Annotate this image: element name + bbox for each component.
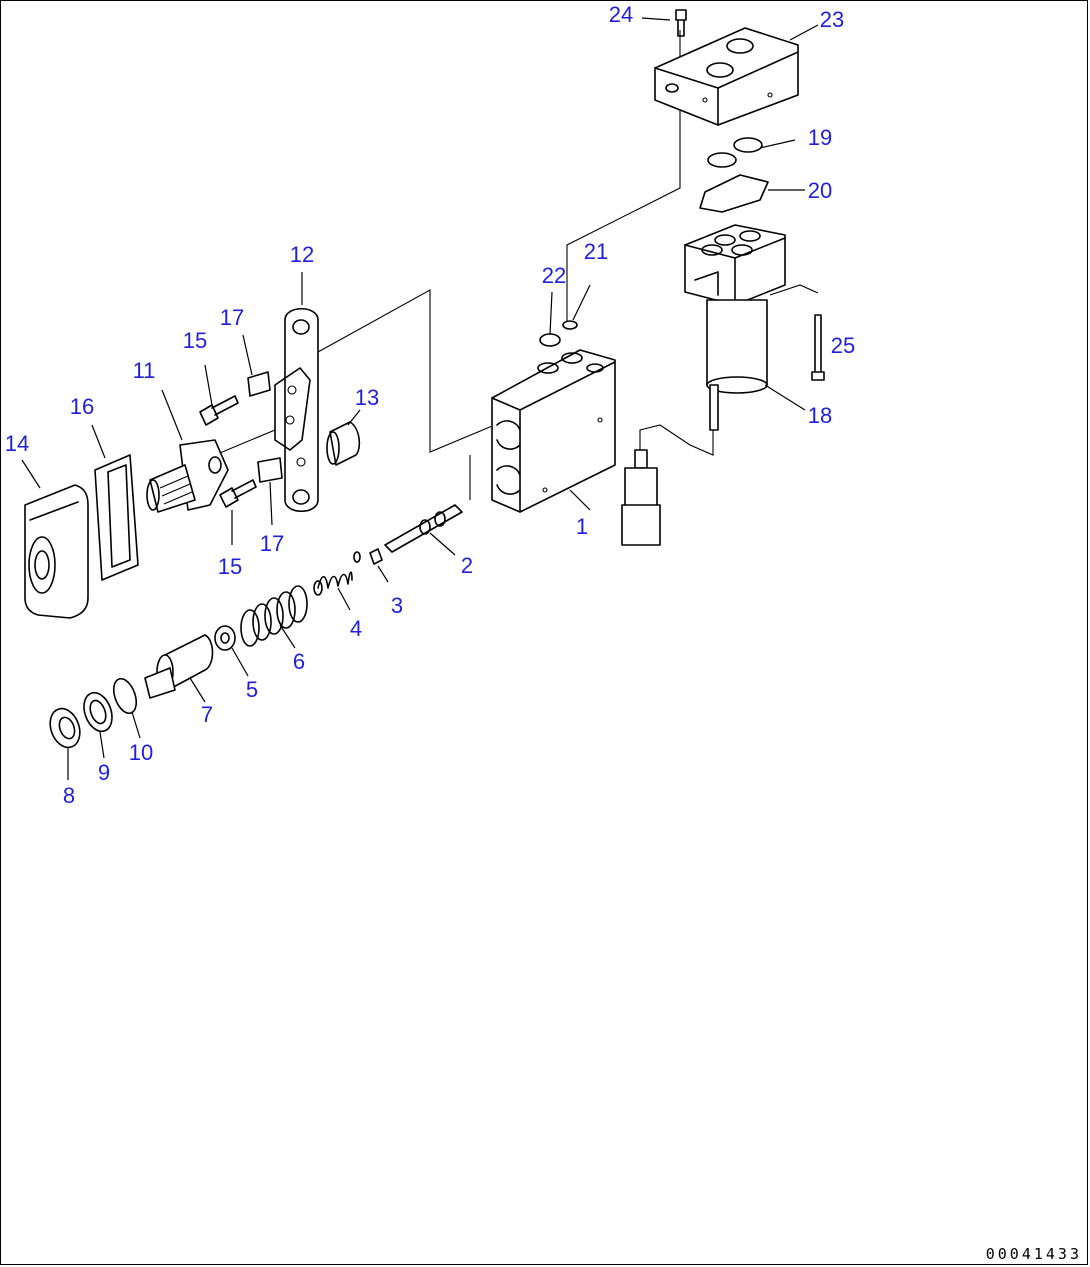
callout-24: 24 [609,2,633,27]
part-9-nut [83,691,113,759]
part-14-cover [21,459,89,619]
callout-17-upper: 17 [220,305,244,330]
callout-16: 16 [70,394,94,419]
callout-8: 8 [63,783,75,808]
callout-22: 22 [542,263,566,288]
callout-9: 9 [98,760,110,785]
part-20-gasket [699,174,805,213]
part-15-bolts [199,364,257,545]
callout-18: 18 [808,403,832,428]
part-25-long-bolt [811,314,825,381]
callout-12: 12 [290,242,314,267]
callout-11: 11 [133,358,156,383]
part-19-o-rings [707,137,796,168]
callout-15-lower: 15 [218,554,242,579]
callout-23: 23 [820,7,844,32]
part-4-spring [313,571,353,611]
part-10-o-ring [112,677,141,739]
part-21-22-o-rings [539,284,591,347]
part-17-plates [242,334,283,526]
part-11-actuator [146,389,229,513]
part-16-gasket-plate [91,424,139,581]
callout-13: 13 [355,385,379,410]
part-2-spool [384,504,463,556]
callout-14: 14 [5,431,29,456]
callout-25: 25 [831,333,855,358]
callout-1: 1 [576,514,588,539]
part-13-pin [326,409,361,466]
part-23-cover-block [654,27,799,126]
part-3-pin [353,548,389,583]
part-7-piston [144,634,214,703]
callout-6: 6 [293,649,305,674]
part-5-washer [214,625,249,677]
callout-3: 3 [391,593,403,618]
part-1-valve-body [491,349,616,513]
callout-7: 7 [201,702,213,727]
callout-leaders-top [641,17,819,41]
callout-20: 20 [808,178,832,203]
part-8-cap-nut [49,707,81,780]
part-12-lever-plate [274,272,319,513]
part-6-spring [240,585,308,649]
callout-19: 19 [808,125,832,150]
drawing-code: 00041433 [985,1245,1082,1263]
callout-2: 2 [461,553,473,578]
callout-4: 4 [350,616,362,641]
connector-plug [621,449,661,546]
part-18-filter-housing [684,224,806,431]
callout-21: 21 [584,239,608,264]
callout-17-lower: 17 [260,531,284,556]
callout-10: 10 [129,740,153,765]
part-24-bolt [675,9,687,37]
callouts: 1 2 3 4 5 6 7 8 9 10 11 12 13 14 15 15 1… [5,2,855,808]
callout-5: 5 [246,677,258,702]
callout-15-upper: 15 [183,328,207,353]
